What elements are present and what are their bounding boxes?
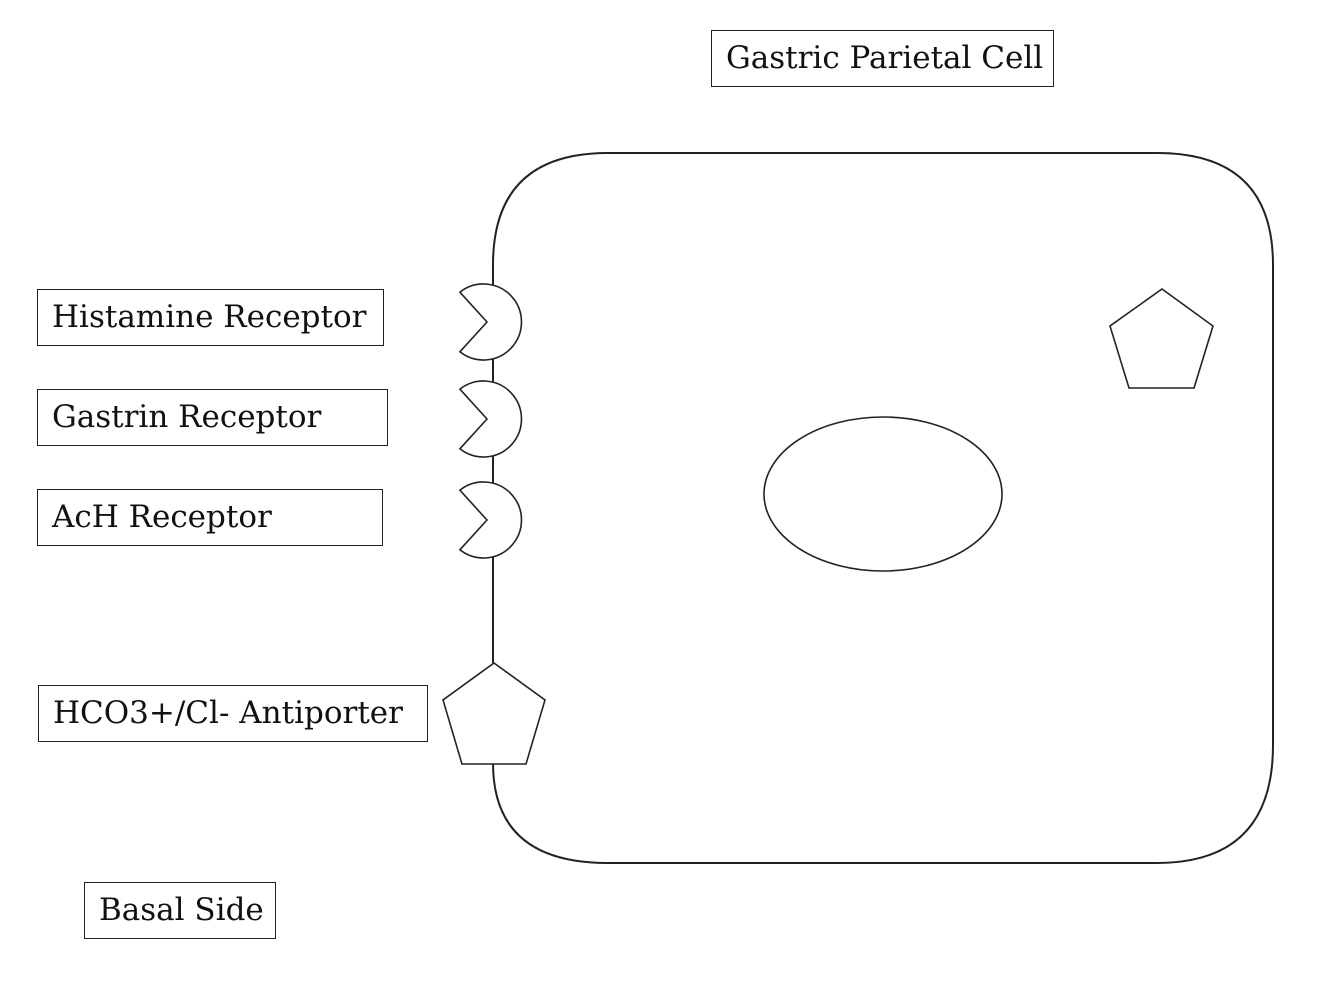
ach-receptor-label: AcH Receptor	[37, 489, 383, 546]
proton-pump-pentagon	[1109, 288, 1214, 389]
cell-title-text: Gastric Parietal Cell	[726, 40, 1044, 76]
antiporter-label: HCO3+/Cl- Antiporter	[38, 685, 428, 742]
gastrin-receptor-text: Gastrin Receptor	[52, 399, 322, 435]
histamine-receptor-text: Histamine Receptor	[52, 299, 367, 335]
ach-receptor-shape	[458, 481, 523, 559]
histamine-receptor-label: Histamine Receptor	[37, 289, 384, 346]
basal-side-label: Basal Side	[84, 882, 276, 939]
nucleus	[763, 416, 1003, 572]
histamine-receptor-shape	[458, 283, 523, 361]
antiporter-text: HCO3+/Cl- Antiporter	[53, 695, 403, 731]
ach-receptor-text: AcH Receptor	[52, 499, 272, 535]
antiporter-pentagon	[442, 662, 546, 765]
gastrin-receptor-label: Gastrin Receptor	[37, 389, 388, 446]
basal-side-text: Basal Side	[99, 892, 264, 928]
cell-title-label: Gastric Parietal Cell	[711, 30, 1054, 87]
cell-membrane	[492, 152, 1274, 864]
gastrin-receptor-shape	[458, 380, 523, 458]
